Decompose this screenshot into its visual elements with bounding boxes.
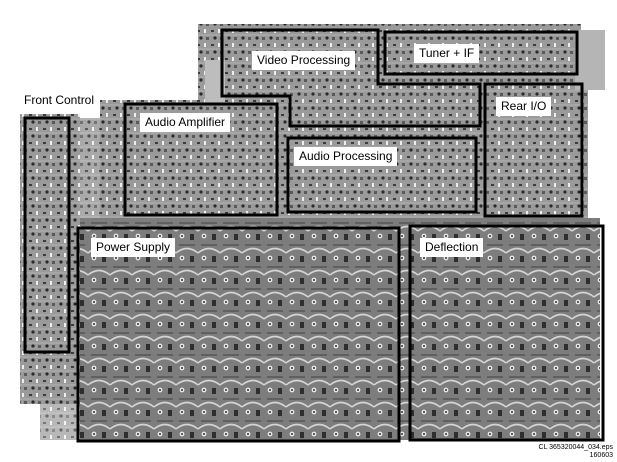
figure-caption-id: CL 365320044_034.eps: [539, 444, 613, 452]
audio-amplifier-label: Audio Amplifier: [140, 113, 230, 132]
front-control-label: Front Control: [24, 93, 94, 108]
board-body: [20, 24, 605, 440]
figure-caption: CL 365320044_034.eps 160603: [539, 444, 613, 460]
video-processing-label: Video Processing: [252, 51, 355, 70]
figure-caption-date: 160603: [539, 452, 613, 460]
deflection-label: Deflection: [420, 238, 483, 257]
rear-io-label: Rear I/O: [496, 97, 551, 116]
audio-processing-label: Audio Processing: [294, 147, 397, 166]
tuner-if-label: Tuner + IF: [414, 44, 479, 63]
power-supply-label: Power Supply: [91, 238, 175, 257]
